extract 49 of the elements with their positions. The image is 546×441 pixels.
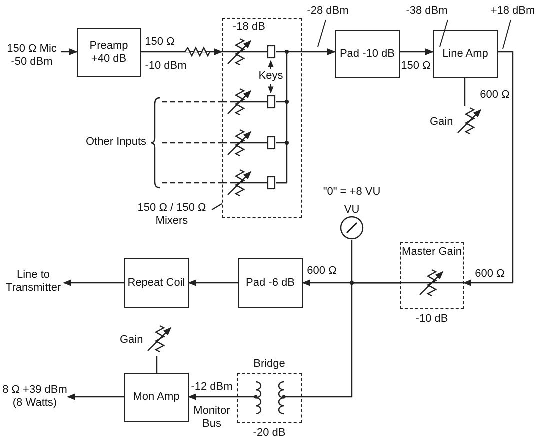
- connector-line: [212, 203, 222, 211]
- arrow: [63, 280, 124, 286]
- panel-title: -18 dB: [233, 21, 266, 34]
- arrow: [302, 48, 336, 56]
- process-box: Pad -10 dB: [335, 30, 400, 78]
- connector-line: [162, 182, 222, 184]
- signal-level-label: -38 dBm: [406, 5, 448, 18]
- control-label: Gain: [120, 334, 144, 347]
- meter-label: VU: [344, 204, 360, 217]
- signal-level-label: -28 dBm: [307, 5, 349, 18]
- signal-level-label: 600 Ω: [480, 89, 510, 102]
- signal-level-label: 600 Ω: [475, 268, 505, 281]
- signal-level-label: 150 Ω: [145, 36, 175, 49]
- signal-level-label: Monitor Bus: [192, 405, 232, 431]
- arrow: [61, 48, 78, 56]
- signal-level-label: Keys: [258, 70, 284, 83]
- connector-line: [156, 356, 158, 373]
- connector-line: [302, 282, 400, 398]
- signal-label: Other Inputs: [86, 136, 147, 149]
- level-label: -10 dB: [416, 313, 448, 326]
- arrow: [188, 394, 237, 400]
- process-box: Preamp +40 dB: [77, 28, 141, 77]
- panel-title: Master Gain: [402, 246, 462, 259]
- arrow: [188, 280, 238, 286]
- arrow: [400, 48, 434, 56]
- signal-level-label: -10 dBm: [145, 60, 187, 73]
- process-box: Line Amp: [433, 30, 498, 78]
- signal-level-label: 600 Ω: [307, 265, 337, 278]
- signal-level-label: -12 dBm: [191, 381, 233, 394]
- signal-level-label: "0" = +8 VU: [323, 186, 381, 199]
- signal-label: 8 Ω +39 dBm (8 Watts): [2, 380, 68, 414]
- connector-line: [464, 78, 466, 106]
- signal-level-label: +18 dBm: [490, 5, 536, 18]
- dashed-panel: [222, 18, 302, 218]
- process-box: Repeat Coil: [124, 258, 189, 308]
- arrow: [463, 51, 514, 286]
- signal-label: 150 Ω Mic -50 dBm: [3, 32, 61, 80]
- connector-line: [162, 142, 222, 144]
- signal-level-label: 150 Ω: [401, 60, 431, 73]
- process-box: Mon Amp: [124, 373, 189, 422]
- arrow: [67, 394, 124, 400]
- process-box: Pad -6 dB: [238, 258, 303, 308]
- callout-label: 150 Ω / 150 Ω Mixers: [132, 200, 212, 230]
- control-label: Gain: [430, 116, 454, 129]
- level-label: -20 dB: [253, 427, 286, 440]
- connector-line: [162, 101, 222, 103]
- signal-label: Line to Transmitter: [3, 266, 64, 298]
- panel-title: Bridge: [254, 358, 286, 371]
- arrow: [141, 48, 223, 56]
